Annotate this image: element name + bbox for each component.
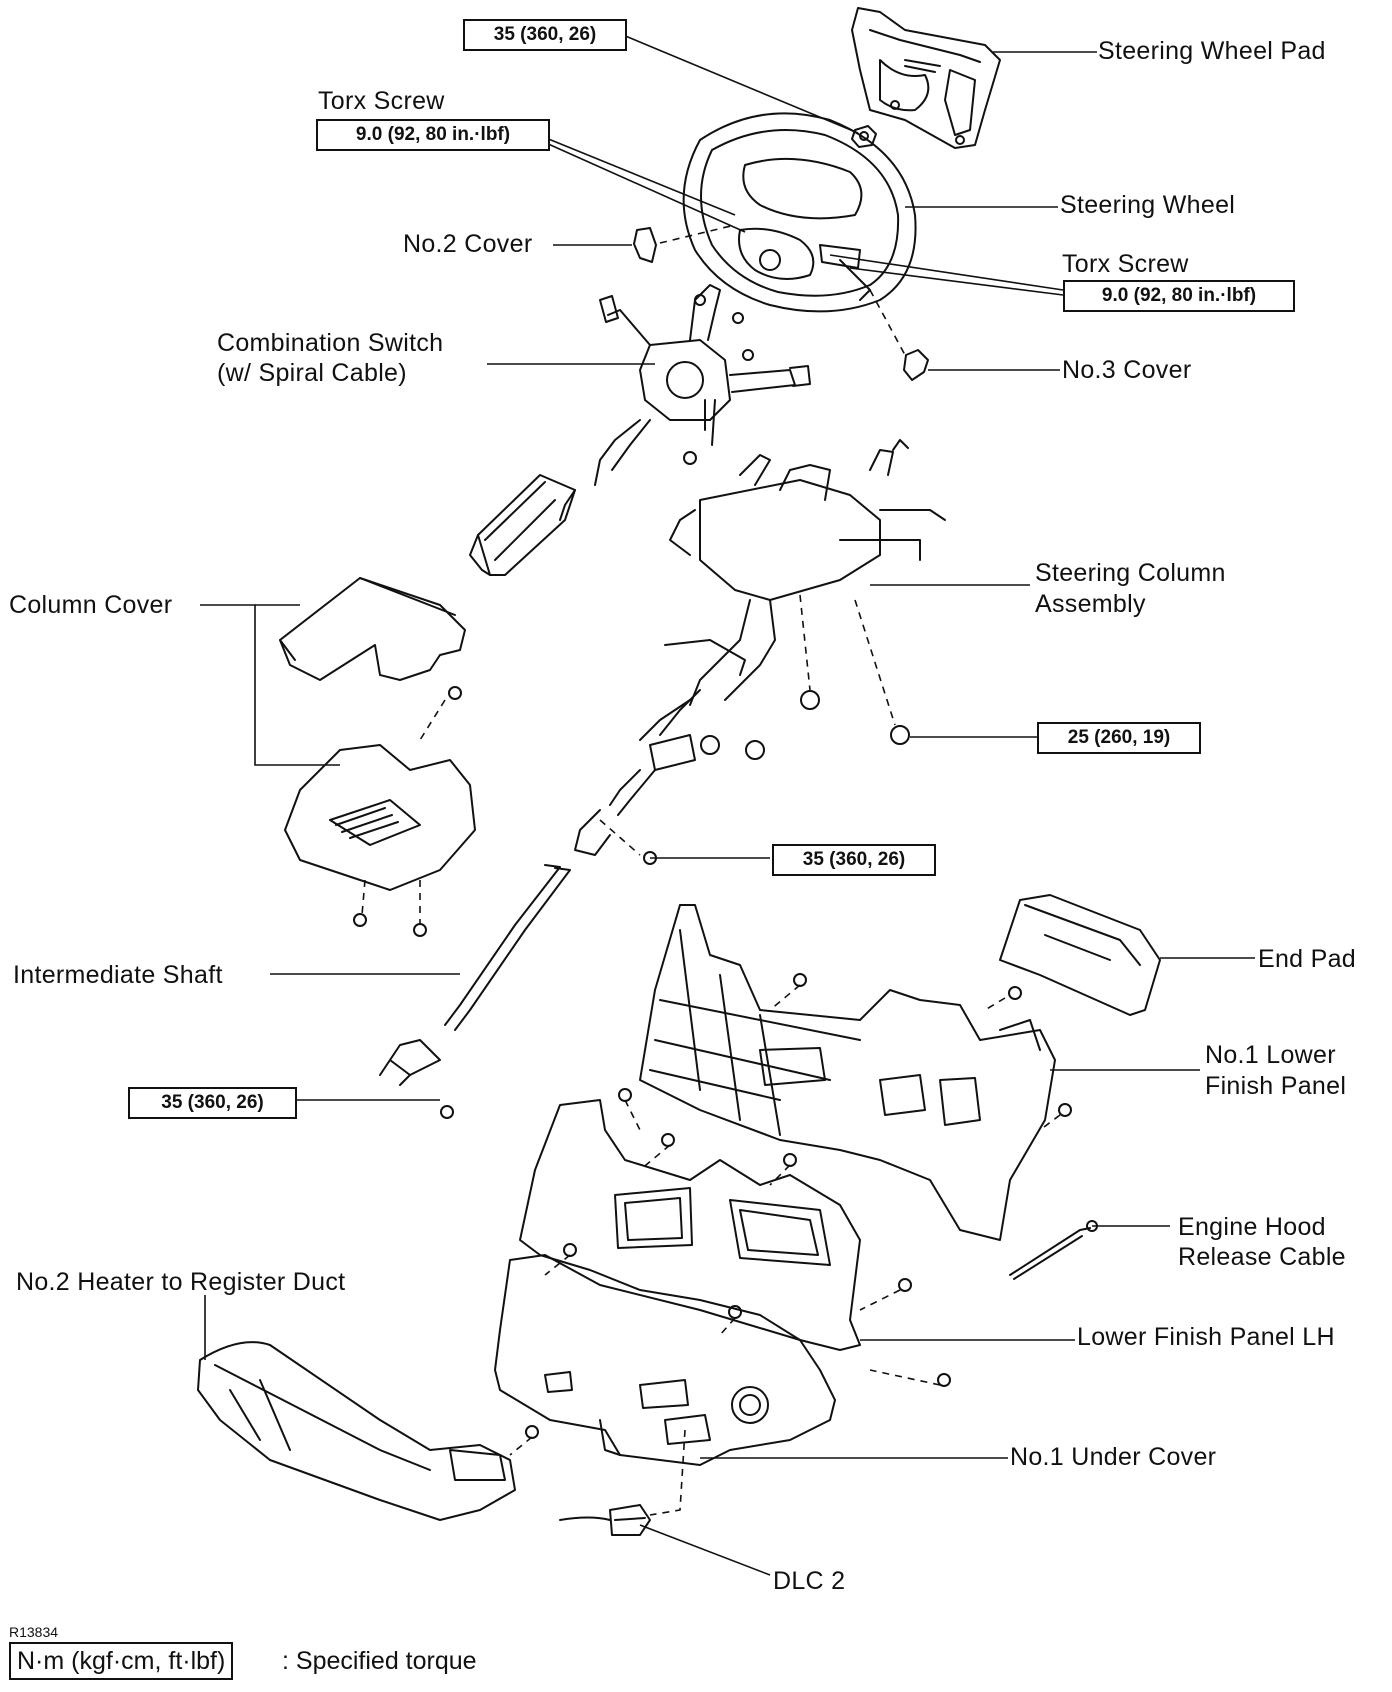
- torque-column-bolt: 35 (360, 26): [772, 844, 936, 876]
- label-dlc2: DLC 2: [773, 1567, 846, 1595]
- column-cover-lower: [284, 686, 476, 937]
- label-intermediate-shaft: Intermediate Shaft: [13, 961, 223, 989]
- label-no3-cover: No.3 Cover: [1062, 356, 1192, 384]
- label-engine-hood: Engine Hood: [1178, 1213, 1326, 1241]
- steering-wheel: [682, 112, 917, 313]
- label-no2-cover: No.2 Cover: [403, 230, 533, 258]
- legend-unit-box: N·m (kgf·cm, ft·lbf): [9, 1642, 234, 1680]
- torque-shaft-bolt: 35 (360, 26): [128, 1087, 297, 1119]
- torque-pad-nut: 35 (360, 26): [463, 19, 627, 51]
- combination-switch-connector: [469, 474, 576, 576]
- label-no1-lower-finish-panel: No.1 Lower: [1205, 1041, 1336, 1069]
- label-combination-switch-sub: (w/ Spiral Cable): [217, 359, 407, 387]
- label-steering-column: Steering Column: [1035, 559, 1226, 587]
- label-torx-screw-right: Torx Screw: [1062, 250, 1189, 278]
- torque-torx-left: 9.0 (92, 80 in.·lbf): [316, 119, 550, 151]
- label-steering-wheel: Steering Wheel: [1060, 191, 1236, 219]
- combination-switch: [559, 284, 811, 521]
- intermediate-shaft: [379, 864, 571, 1119]
- label-no2-heater-duct: No.2 Heater to Register Duct: [16, 1268, 346, 1296]
- end-pad: [999, 894, 1161, 1016]
- engine-hood-release-cable: [1009, 1220, 1098, 1280]
- leader-lines: [200, 34, 1255, 1576]
- label-lower-finish-panel-lh: Lower Finish Panel LH: [1077, 1323, 1335, 1351]
- no1-lower-finish-panel: [639, 904, 1056, 1241]
- pad-nut: [851, 125, 877, 148]
- torque-column-nut: 25 (260, 19): [1037, 722, 1201, 754]
- label-steering-column-sub: Assembly: [1035, 590, 1146, 618]
- no3-cover-part: [903, 349, 929, 381]
- screws: [525, 973, 1072, 1439]
- label-engine-hood-sub: Release Cable: [1178, 1243, 1346, 1271]
- dlc2-connector: [559, 1504, 651, 1536]
- legend-text: : Specified torque: [282, 1647, 477, 1675]
- label-no1-lower-finish-panel-sub: Finish Panel: [1205, 1072, 1347, 1100]
- assembly-lines: [361, 224, 1061, 1516]
- figure-id: R13834: [9, 1624, 59, 1640]
- column-nuts: [643, 690, 910, 865]
- lower-finish-panel-lh: [519, 1099, 861, 1351]
- label-steering-wheel-pad: Steering Wheel Pad: [1098, 37, 1326, 65]
- no2-heater-duct: [197, 1341, 516, 1521]
- label-combination-switch: Combination Switch: [217, 329, 444, 357]
- label-torx-screw-left: Torx Screw: [318, 87, 445, 115]
- torque-torx-right: 9.0 (92, 80 in.·lbf): [1063, 280, 1295, 312]
- column-cover-upper: [279, 577, 466, 681]
- label-no1-under-cover: No.1 Under Cover: [1010, 1443, 1217, 1471]
- no2-cover-part: [633, 227, 657, 263]
- label-end-pad: End Pad: [1258, 945, 1357, 973]
- steering-column: [574, 439, 946, 856]
- label-column-cover: Column Cover: [9, 591, 173, 619]
- steering-wheel-pad: [851, 7, 1001, 149]
- no1-under-cover: [494, 1254, 836, 1466]
